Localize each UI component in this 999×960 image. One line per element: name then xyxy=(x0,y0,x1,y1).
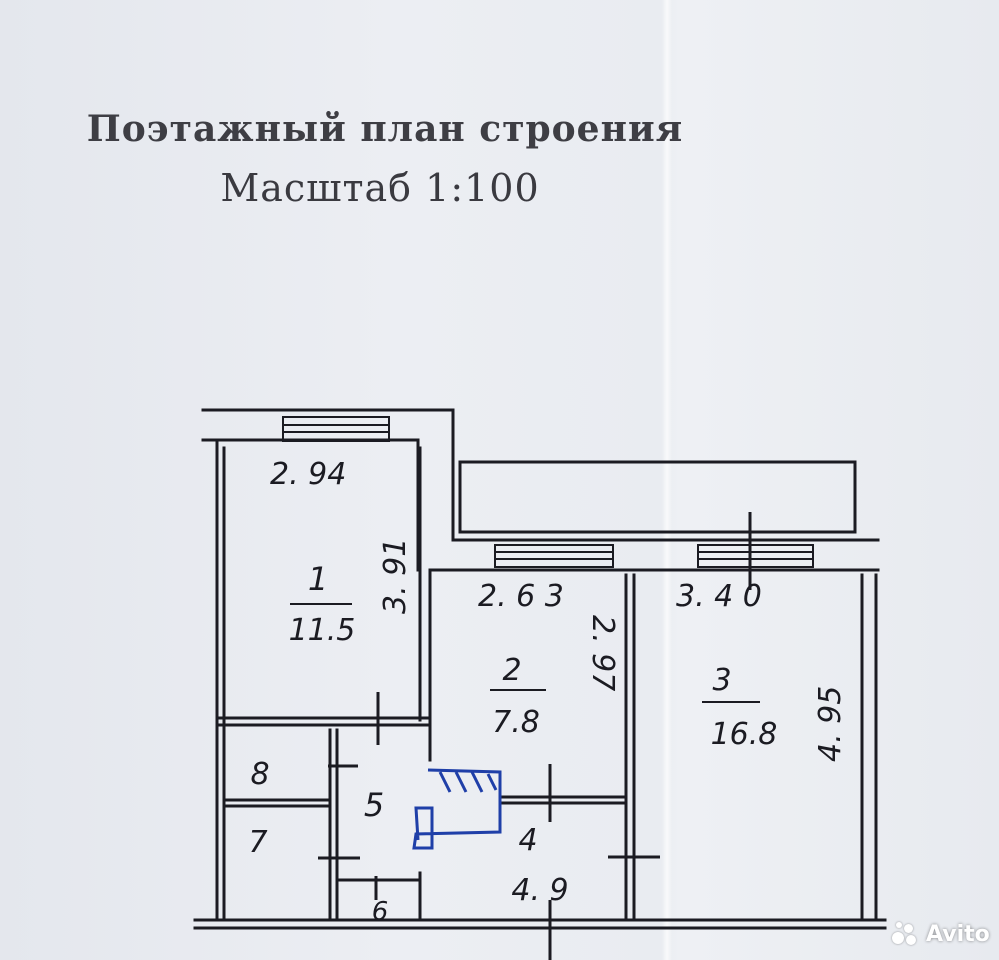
room-1-number: 1 xyxy=(308,560,328,598)
room-4-number: 4 xyxy=(518,823,537,858)
room-1-area: 11.5 xyxy=(289,613,356,648)
room-3-area: 16.8 xyxy=(711,717,778,752)
room-6-number: 6 xyxy=(372,897,389,927)
avito-watermark: Avito xyxy=(892,918,990,950)
paper-fold xyxy=(662,0,672,960)
room-1-width: 2. 94 xyxy=(270,457,346,492)
room-2-width: 2. 6 3 xyxy=(478,579,564,614)
room-7-number: 7 xyxy=(248,825,267,860)
avito-brand-text: Avito xyxy=(926,921,990,947)
room-3-width: 3. 4 0 xyxy=(676,579,762,614)
room-1-length: 3. 91 xyxy=(378,538,413,614)
room-2-area: 7.8 xyxy=(492,705,540,740)
room-2-labels: 2. 6 3 2. 97 2 7.8 xyxy=(478,579,620,740)
blue-annotation xyxy=(412,768,502,850)
avito-logo-icon xyxy=(892,922,920,946)
room-3-number: 3 xyxy=(712,663,731,698)
windows xyxy=(282,416,814,568)
room-8-number: 8 xyxy=(250,757,269,792)
door-ticks xyxy=(318,512,752,960)
scale-label: Масштаб 1:100 xyxy=(220,166,540,210)
room-2-length: 2. 97 xyxy=(585,615,620,691)
room-3-length: 4. 95 xyxy=(813,686,848,762)
room-2-number: 2 xyxy=(502,653,521,688)
room-3-labels: 3. 4 0 4. 95 3 16.8 xyxy=(676,579,848,762)
room-1-labels: 2. 94 3. 91 1 11.5 xyxy=(270,457,413,648)
room-4-area: 4. 9 xyxy=(511,873,568,908)
small-room-labels: 4 4. 9 5 6 7 8 xyxy=(248,757,568,927)
room-5-number: 5 xyxy=(364,786,384,824)
plan-title: Поэтажный план строения xyxy=(86,108,684,150)
